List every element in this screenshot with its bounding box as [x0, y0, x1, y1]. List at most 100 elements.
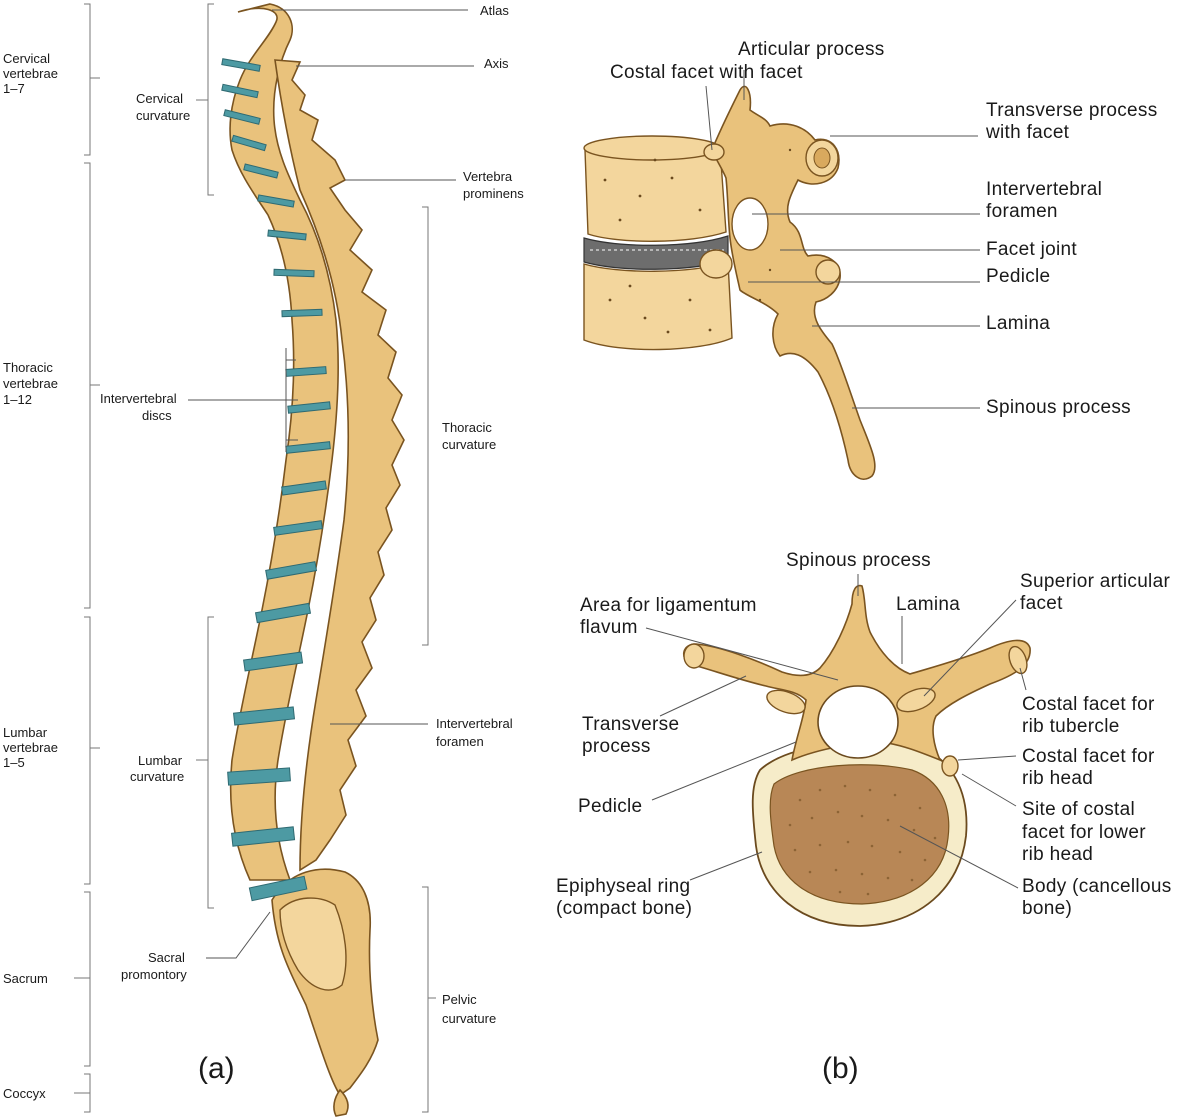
- panel-b-label: (b): [822, 1052, 859, 1085]
- cervical-curvature-label: Cervical: [136, 91, 183, 106]
- svg-text:Vertebra: Vertebra: [463, 169, 513, 184]
- svg-text:vertebrae: vertebrae: [3, 66, 58, 81]
- svg-text:foramen: foramen: [986, 201, 1058, 222]
- cervical-region-label: Cervical: [3, 51, 50, 66]
- articular-process-label: Articular process: [738, 39, 885, 60]
- spine-structure-labels: Atlas Axis Vertebra prominens Interverte…: [100, 3, 524, 982]
- superior-articular-facet-label: Superior articular: [1020, 571, 1170, 592]
- cancellous-body: [769, 764, 950, 905]
- lamina-label-superior: Lamina: [896, 594, 960, 615]
- lamina-label-lateral: Lamina: [986, 313, 1050, 334]
- svg-text:Intervertebral: Intervertebral: [100, 391, 177, 406]
- svg-text:prominens: prominens: [463, 186, 524, 201]
- pedicle-label-superior: Pedicle: [578, 796, 642, 817]
- panel-a-label: (a): [198, 1052, 235, 1085]
- costal-facet-with-facet-label: Costal facet with facet: [610, 62, 803, 83]
- vertebra-prominens-label: Vertebra: [463, 169, 513, 184]
- svg-text:Lumbar: Lumbar: [3, 725, 48, 740]
- superior-labels: Spinous process Area for ligamentum flav…: [556, 550, 1172, 919]
- svg-text:curvature: curvature: [442, 1011, 496, 1026]
- svg-text:Body (cancellous: Body (cancellous: [1022, 876, 1172, 897]
- pedicle-label-lateral: Pedicle: [986, 266, 1050, 287]
- svg-text:Epiphyseal ring: Epiphyseal ring: [556, 876, 690, 897]
- curvature-brackets: [196, 3, 436, 1113]
- sacral-promontory-label: Sacral: [148, 950, 185, 965]
- atlas-label: Atlas: [480, 3, 509, 18]
- region-brackets: [74, 3, 100, 1113]
- svg-text:bone): bone): [1022, 898, 1072, 919]
- intervertebral-discs-label: Intervertebral: [100, 391, 177, 406]
- transverse-process-label-superior: Transverse: [582, 714, 679, 735]
- superior-vertebra-illustration: [683, 584, 1031, 927]
- spine-illustration: [221, 3, 405, 1117]
- body-cancellous-label: Body (cancellous: [1022, 876, 1172, 897]
- axis-label: Axis: [484, 56, 509, 71]
- pelvic-curvature-label: Pelvic: [442, 992, 477, 1007]
- svg-text:vertebrae: vertebrae: [3, 376, 58, 391]
- lateral-vertebrae-illustration: [583, 85, 876, 480]
- lumbar-region-label: Lumbar: [3, 725, 48, 740]
- svg-text:Cervical: Cervical: [3, 51, 50, 66]
- svg-text:Costal facet for: Costal facet for: [1022, 694, 1155, 715]
- svg-text:flavum: flavum: [580, 617, 638, 638]
- intervertebral-disc-set: [221, 58, 331, 902]
- svg-text:curvature: curvature: [130, 769, 184, 784]
- epiphyseal-ring-label: Epiphyseal ring: [556, 876, 690, 897]
- curvature-labels: Cervical curvature Thoracic curvature Lu…: [130, 91, 496, 1026]
- lower-vertebral-body: [583, 261, 733, 351]
- svg-text:process: process: [582, 736, 651, 757]
- svg-text:with facet: with facet: [985, 122, 1070, 143]
- costal-facet-rib-head-label: Costal facet for: [1022, 746, 1155, 767]
- svg-text:Pelvic: Pelvic: [442, 992, 477, 1007]
- intervertebral-foramen-label-a: Intervertebral: [436, 716, 513, 731]
- svg-text:promontory: promontory: [121, 967, 187, 982]
- svg-text:Intervertebral: Intervertebral: [436, 716, 513, 731]
- svg-text:discs: discs: [142, 408, 172, 423]
- svg-text:1–12: 1–12: [3, 392, 32, 407]
- sacral-face: [279, 897, 347, 991]
- thoracic-region-label: Thoracic: [3, 360, 53, 375]
- svg-text:Site of costal: Site of costal: [1022, 799, 1135, 820]
- svg-text:rib head: rib head: [1022, 768, 1093, 789]
- svg-text:foramen: foramen: [436, 734, 484, 749]
- svg-text:Area for ligamentum: Area for ligamentum: [580, 595, 757, 616]
- svg-text:Transverse process: Transverse process: [986, 100, 1158, 121]
- spinous-process-label-superior: Spinous process: [786, 550, 931, 571]
- vertebral-foramen: [817, 685, 899, 759]
- svg-text:Cervical: Cervical: [136, 91, 183, 106]
- facet-joint-label: Facet joint: [986, 239, 1077, 260]
- region-labels: Cervical vertebrae 1–7 Thoracic vertebra…: [3, 51, 58, 1101]
- lumbar-curvature-label: Lumbar: [138, 753, 183, 768]
- svg-text:curvature: curvature: [442, 437, 496, 452]
- svg-text:Superior articular: Superior articular: [1020, 571, 1170, 592]
- svg-text:Costal facet for: Costal facet for: [1022, 746, 1155, 767]
- svg-text:rib tubercle: rib tubercle: [1022, 716, 1120, 737]
- svg-text:1–5: 1–5: [3, 755, 25, 770]
- posterior-arch: [711, 85, 876, 480]
- svg-text:Intervertebral: Intervertebral: [986, 179, 1102, 200]
- svg-text:rib head: rib head: [1022, 844, 1093, 865]
- coccyx: [333, 1088, 349, 1117]
- sacrum-label: Sacrum: [3, 971, 48, 986]
- area-ligamentum-flavum-label: Area for ligamentum: [580, 595, 757, 616]
- lateral-intervertebral-foramen: [731, 197, 769, 251]
- spinous-process-label-lateral: Spinous process: [986, 397, 1131, 418]
- svg-text:vertebrae: vertebrae: [3, 740, 58, 755]
- svg-text:(compact bone): (compact bone): [556, 898, 692, 919]
- coccyx-label: Coccyx: [3, 1086, 46, 1101]
- costal-facet-rib-tubercle-label: Costal facet for: [1022, 694, 1155, 715]
- lateral-labels: Articular process Costal facet with face…: [610, 39, 1158, 418]
- svg-text:Thoracic: Thoracic: [442, 420, 492, 435]
- svg-text:facet: facet: [1020, 593, 1063, 614]
- svg-text:facet for lower: facet for lower: [1022, 822, 1146, 843]
- thoracic-curvature-label: Thoracic: [442, 420, 492, 435]
- svg-text:Thoracic: Thoracic: [3, 360, 53, 375]
- svg-text:Transverse: Transverse: [582, 714, 679, 735]
- transverse-process-with-facet-label: Transverse process: [986, 100, 1158, 121]
- intervertebral-foramen-label-b: Intervertebral: [986, 179, 1102, 200]
- svg-text:Sacral: Sacral: [148, 950, 185, 965]
- site-costal-facet-label: Site of costal: [1022, 799, 1135, 820]
- spinous-processes: [274, 59, 405, 872]
